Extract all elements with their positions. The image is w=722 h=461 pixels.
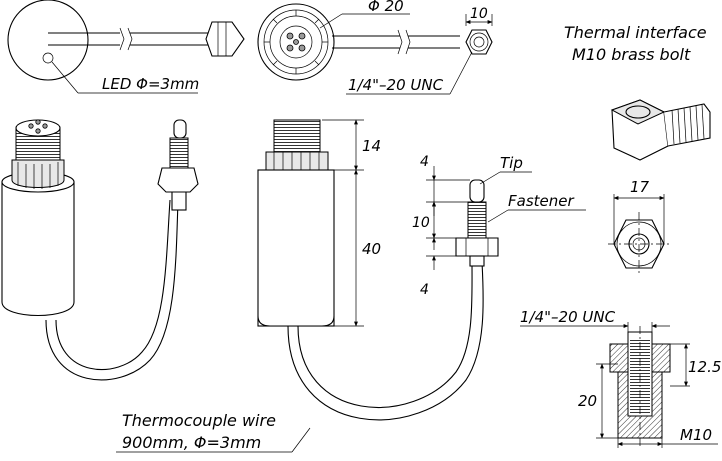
dim-40: 40 — [362, 240, 381, 258]
thermal-interface-label: Thermal interface — [564, 23, 707, 42]
unc-top-label: 1/4"–20 UNC — [348, 76, 444, 94]
wire-leader — [291, 427, 311, 453]
led-label: LED Φ=3mm — [102, 75, 199, 93]
led-end-view — [7, 0, 245, 94]
dim-10-probe: 10 — [412, 215, 430, 231]
fastener-label: Fastener — [508, 192, 574, 210]
dim-20: 20 — [578, 392, 597, 410]
sensor-3d-view — [1, 119, 199, 381]
dim-4-upper: 4 — [420, 154, 429, 170]
dim-4-lower: 4 — [420, 282, 429, 298]
tip-label: Tip — [500, 154, 523, 172]
brass-bolt-3d — [610, 99, 711, 161]
sensor-side-view — [257, 119, 484, 421]
brass-bolt-section-view — [520, 322, 718, 448]
wire-label-line2: 900mm, Φ=3mm — [122, 433, 261, 452]
dim-14: 14 — [362, 137, 381, 155]
dim-17: 17 — [630, 178, 650, 196]
unc-section-label: 1/4"–20 UNC — [520, 308, 616, 326]
connector-end-view — [257, 3, 493, 95]
wire-label-line1: Thermocouple wire — [122, 411, 276, 430]
dim-10-top: 10 — [470, 6, 488, 22]
brass-bolt-top-view — [608, 194, 670, 276]
phi20-label: Φ 20 — [368, 0, 404, 15]
m10-label: M10 — [680, 426, 712, 444]
brass-bolt-label: M10 brass bolt — [572, 45, 691, 64]
dim-12-5: 12.5 — [688, 358, 721, 376]
probe-side-view — [426, 166, 586, 270]
